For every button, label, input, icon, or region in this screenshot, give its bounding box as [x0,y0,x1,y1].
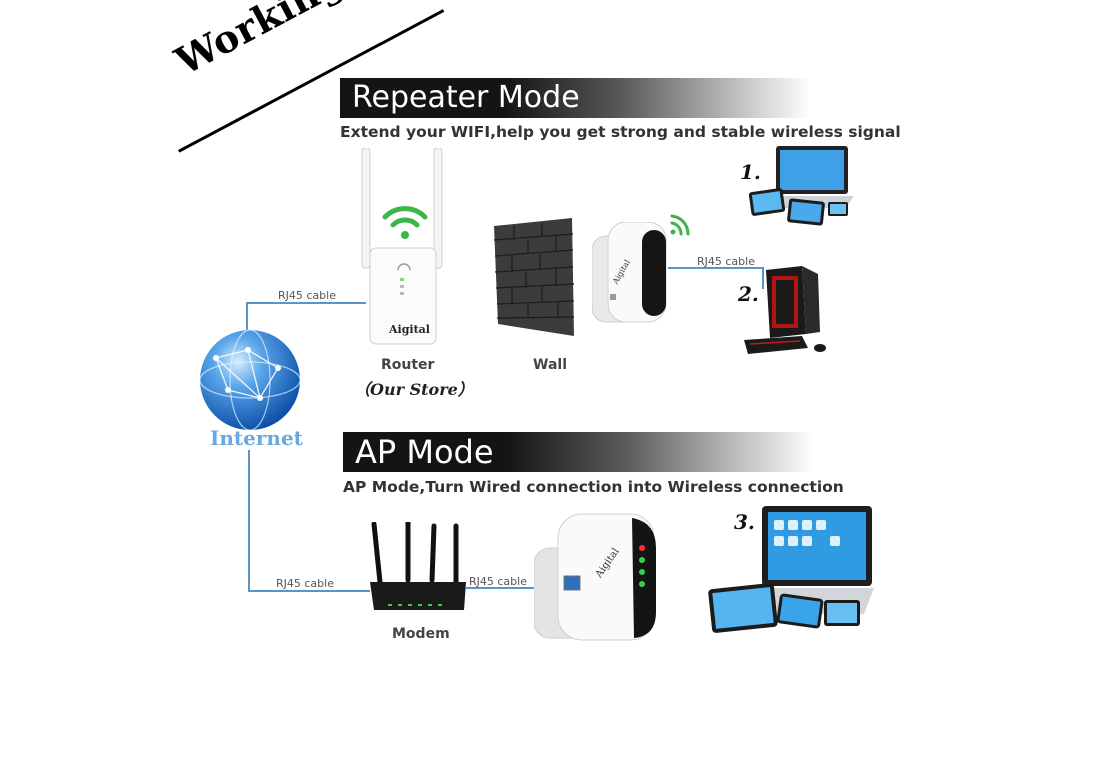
repeater-mode-heading: Repeater Mode [340,78,810,118]
line-router-horizontal [246,302,366,304]
modem-icon [370,522,466,610]
ap-mode-subtitle: AP Mode,Turn Wired connection into Wirel… [343,478,844,496]
router-brand: Aigital [388,323,430,336]
repeater-icon: Aigital [592,222,667,323]
line-modem-repeater [466,587,570,589]
line-repeater-pc-down [762,267,764,289]
page-title: Working Mode [168,0,469,84]
router-icon: Aigital [361,148,443,345]
laptop-icon-large [708,506,874,633]
cable-label-router: RJ45 cable [278,289,336,302]
internet-label: Internet [210,426,303,450]
router-label: Router [381,357,435,373]
desktop-pc-icon [744,266,826,354]
line-modem-horizontal [248,590,370,592]
wifi-icon-small [670,214,690,236]
globe-icon [199,329,301,431]
wall-icon [494,218,575,336]
device-number-3: 3. [734,510,755,534]
device-number-2: 2. [738,282,759,306]
cable-label-modem: RJ45 cable [276,577,334,590]
device-number-1: 1. [740,160,761,184]
modem-label: Modem [392,626,450,642]
router-store-label: （Our Store） [354,380,474,399]
line-repeater-pc [668,267,764,269]
laptop-icon [748,146,854,226]
repeater-ap-icon: Aigital [534,513,656,641]
repeater-mode-subtitle: Extend your WIFI,help you get strong and… [340,123,901,141]
wall-label: Wall [533,357,567,373]
line-internet-down [248,450,250,592]
wifi-icon [382,206,428,239]
cable-label-pc: RJ45 cable [697,255,755,268]
cable-label-ap-repeater: RJ45 cable [469,575,527,588]
line-router-vertical [246,302,248,340]
ap-mode-heading: AP Mode [343,432,813,472]
